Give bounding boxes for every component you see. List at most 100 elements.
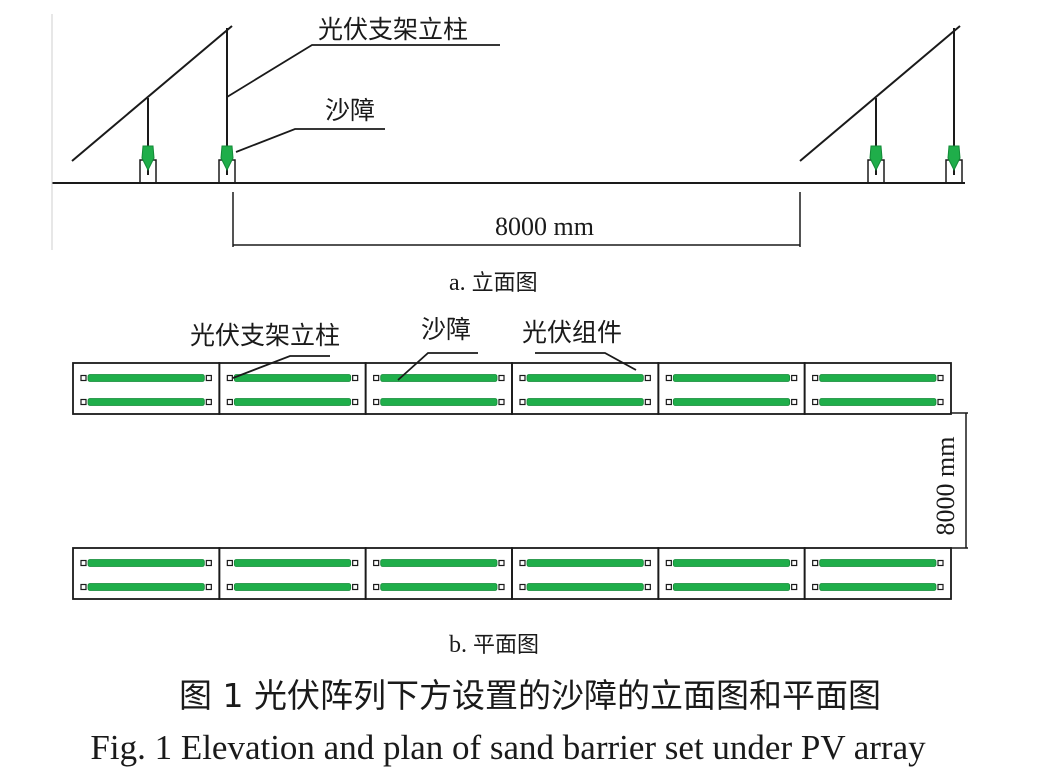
pv-post	[498, 583, 505, 591]
sand-barrier	[819, 374, 937, 382]
pv-post	[665, 398, 672, 406]
sand-barrier	[672, 398, 791, 406]
plan-view	[72, 362, 952, 600]
pv-module	[72, 362, 221, 415]
pv-post	[373, 583, 380, 591]
pv-post	[519, 398, 526, 406]
pv-post	[791, 559, 798, 567]
subtitle-elevation: a. 立面图	[449, 271, 538, 295]
sand-barrier-marker	[141, 145, 155, 172]
pv-post	[665, 374, 672, 382]
sand-barrier	[526, 583, 644, 591]
pv-post	[226, 398, 233, 406]
subtitle-prefix: a.	[449, 270, 466, 296]
pv-post	[226, 559, 233, 567]
sand-barrier	[526, 398, 644, 406]
dimension-label-plan: 8000 mm	[931, 436, 960, 536]
pv-module	[657, 547, 806, 600]
elevation-view	[51, 14, 965, 250]
dimension-label-elevation: 8000 mm	[495, 212, 594, 241]
label-sand-barrier-elevation: 沙障	[325, 96, 376, 125]
pv-post	[80, 583, 87, 591]
pv-post	[498, 559, 505, 567]
pv-post	[519, 374, 526, 382]
pv-panel-left	[71, 25, 233, 162]
pv-module	[364, 362, 513, 415]
sand-barrier	[819, 583, 937, 591]
pv-post	[812, 374, 819, 382]
pv-post	[665, 583, 672, 591]
sand-barrier	[380, 559, 498, 567]
pv-post	[791, 374, 798, 382]
pv-post	[937, 559, 944, 567]
label-pv-module-plan: 光伏组件	[522, 318, 623, 347]
pv-post	[80, 374, 87, 382]
pv-module	[803, 362, 952, 415]
pv-post	[791, 398, 798, 406]
sand-barrier	[380, 583, 498, 591]
sand-barrier	[380, 374, 498, 382]
sand-barrier	[672, 583, 791, 591]
sand-barrier	[87, 559, 205, 567]
pv-post	[226, 374, 233, 382]
pv-post	[373, 398, 380, 406]
pv-post	[937, 374, 944, 382]
pv-post	[665, 559, 672, 567]
sand-barrier-marker	[947, 145, 961, 172]
pv-post	[205, 374, 212, 382]
sand-barrier	[233, 583, 352, 591]
pv-post	[352, 559, 359, 567]
pv-post	[373, 559, 380, 567]
pv-module	[803, 547, 952, 600]
pv-post	[812, 559, 819, 567]
leader-post-elevation	[226, 44, 500, 98]
pv-module	[657, 362, 806, 415]
pv-array-row	[72, 547, 952, 600]
pv-post	[498, 374, 505, 382]
pv-post	[644, 583, 651, 591]
sand-barrier	[233, 374, 352, 382]
pv-post	[352, 583, 359, 591]
pv-module	[218, 362, 367, 415]
pv-module	[364, 547, 513, 600]
pv-post	[644, 559, 651, 567]
sand-barrier	[526, 559, 644, 567]
sand-barriers-elevation	[141, 145, 961, 172]
label-sand-barrier-plan: 沙障	[421, 315, 472, 344]
pv-panel-right	[799, 25, 961, 162]
pv-post	[205, 398, 212, 406]
pv-post	[937, 398, 944, 406]
pv-post	[498, 398, 505, 406]
pv-post	[519, 583, 526, 591]
pv-post	[226, 583, 233, 591]
sand-barrier	[233, 559, 352, 567]
leader-barrier-elevation	[235, 128, 385, 153]
subtitle-prefix: b.	[449, 632, 467, 658]
subtitle-text: 立面图	[471, 271, 538, 296]
leader-post-plan	[232, 355, 330, 379]
sand-barrier-marker	[869, 145, 883, 172]
pv-post	[352, 374, 359, 382]
leader-module-plan	[535, 352, 637, 371]
pv-array-row	[72, 362, 952, 415]
sand-barrier	[87, 583, 205, 591]
sand-barrier	[526, 374, 644, 382]
caption-english: Fig. 1 Elevation and plan of sand barrie…	[90, 728, 926, 767]
sand-barrier-marker	[220, 145, 234, 172]
pv-module	[511, 362, 660, 415]
label-pv-post-elevation: 光伏支架立柱	[318, 15, 469, 44]
pv-post	[80, 559, 87, 567]
pv-post	[205, 559, 212, 567]
subtitle-plan: b. 平面图	[449, 633, 539, 657]
pv-module	[218, 547, 367, 600]
caption-chinese: 图 1 光伏阵列下方设置的沙障的立面图和平面图	[179, 676, 881, 715]
pv-post	[644, 398, 651, 406]
leader-barrier-plan	[397, 352, 478, 381]
sand-barrier	[672, 374, 791, 382]
pv-post	[791, 583, 798, 591]
sand-barrier	[233, 398, 352, 406]
pv-post	[644, 374, 651, 382]
label-pv-post-plan: 光伏支架立柱	[190, 321, 341, 350]
pv-post	[519, 559, 526, 567]
